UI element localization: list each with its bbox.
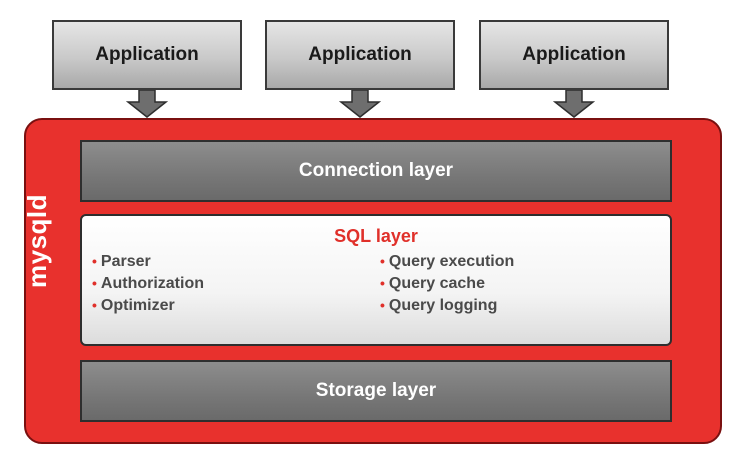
down-arrow-icon [126,90,168,118]
sql-layer: SQL layer •Parser •Authorization •Optimi… [80,214,672,346]
application-box-1: Application [52,20,242,90]
bullet-icon: • [92,253,97,269]
connection-layer-label: Connection layer [298,160,454,181]
storage-layer-label: Storage layer [315,380,437,401]
list-item: •Query cache [380,275,485,292]
list-item: •Query logging [380,297,498,314]
mysqld-label: mysqld [22,193,52,288]
bullet-icon: • [380,253,385,269]
application-label: Application [308,44,412,65]
down-arrow-icon [339,90,381,118]
down-arrow-icon [553,90,595,118]
application-box-3: Application [479,20,669,90]
sql-layer-title: SQL layer [334,226,418,246]
bullet-icon: • [92,297,97,313]
application-label: Application [522,44,626,65]
bullet-icon: • [380,297,385,313]
connection-layer: Connection layer [80,140,672,202]
storage-layer: Storage layer [80,360,672,422]
bullet-icon: • [92,275,97,291]
sql-layer-right-list: •Query execution •Query cache •Query log… [380,250,514,316]
list-item: •Query execution [380,253,515,270]
application-box-2: Application [265,20,455,90]
sql-layer-left-list: •Parser •Authorization •Optimizer [92,250,204,316]
bullet-icon: • [380,275,385,291]
list-item: •Optimizer [92,297,175,314]
list-item: •Authorization [92,275,204,292]
application-label: Application [95,44,199,65]
list-item: •Parser [92,253,151,270]
